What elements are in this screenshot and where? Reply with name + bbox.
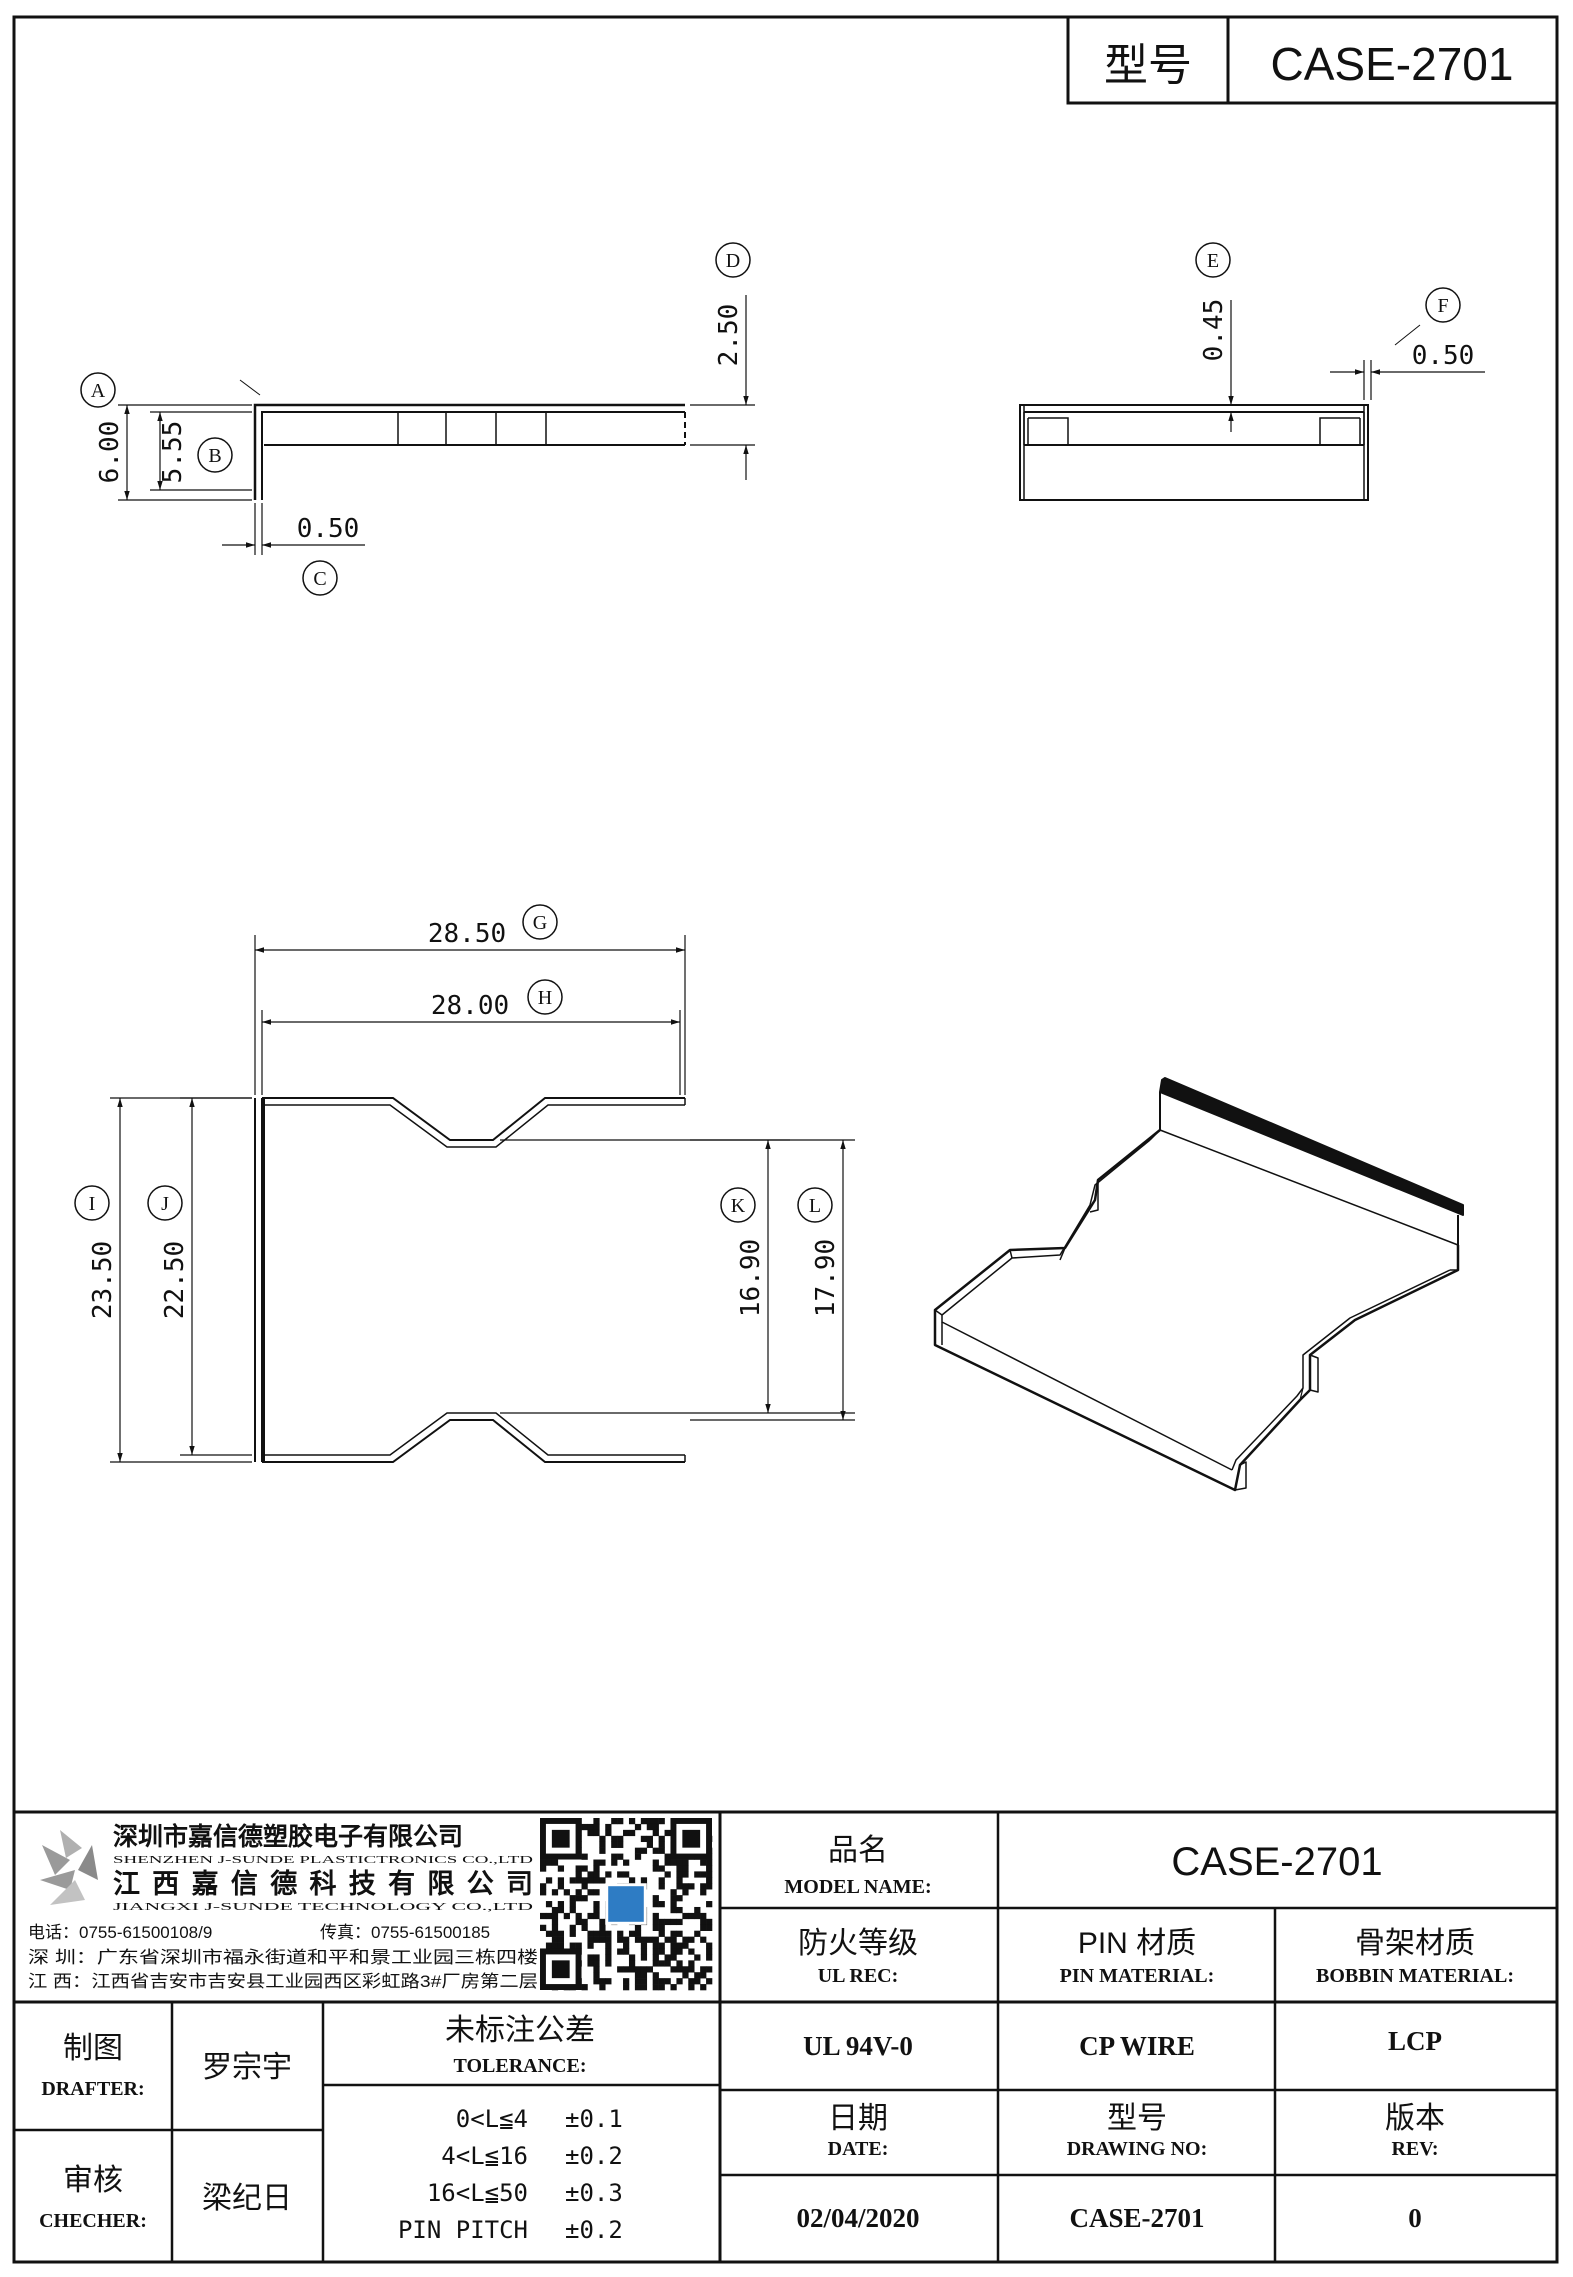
ul-value: UL 94V-0 [803, 2031, 913, 2061]
company-logo [40, 1830, 98, 1905]
dim-e: E 0.45 [1195, 242, 1231, 362]
bobbin-value: LCP [1388, 2026, 1442, 2056]
ul-label-en: UL REC: [818, 1965, 899, 1987]
tolerance-label-en: TOLERANCE: [454, 2055, 587, 2077]
company-name-cn-1: 深圳市嘉信德塑胶电子有限公司 [113, 1822, 463, 1851]
dim-a: A 6.00 [80, 372, 125, 484]
dim-k: K 16.90 [720, 1187, 766, 1317]
pin-value: CP WIRE [1079, 2031, 1195, 2061]
svg-text:K: K [731, 1195, 746, 1217]
svg-text:16.90: 16.90 [736, 1239, 766, 1317]
svg-text:0.50: 0.50 [297, 514, 360, 544]
pin-label-cn: PIN 材质 [1078, 1927, 1196, 1960]
svg-text:28.50: 28.50 [428, 919, 506, 949]
svg-text:2.50: 2.50 [714, 304, 744, 367]
svg-text:C: C [313, 568, 326, 590]
svg-text:B: B [208, 445, 221, 467]
company-fax: 传真：0755-61500185 [320, 1923, 490, 1942]
drawing-no-label-cn: 型号 [1107, 2102, 1167, 2135]
svg-text:5.55: 5.55 [158, 421, 188, 484]
drafter-label-cn: 制图 [63, 2032, 123, 2065]
title-block [14, 1810, 1557, 2262]
dim-g: 28.50 G [428, 904, 558, 949]
rev-label-en: REV: [1391, 2138, 1438, 2160]
dim-b: B 5.55 [158, 421, 233, 484]
svg-text:J: J [161, 1193, 169, 1215]
svg-text:E: E [1207, 250, 1219, 272]
svg-text:D: D [726, 250, 740, 272]
model-name-value: CASE-2701 [1171, 1840, 1382, 1884]
tolerance-range-2: 4<L≦16 [441, 2142, 528, 2170]
svg-text:A: A [91, 380, 106, 402]
date-value: 02/04/2020 [796, 2203, 919, 2233]
company-name-en-1: SHENZHEN J-SUNDE PLASTICTRONICS CO.,LTD [113, 1854, 533, 1866]
svg-text:17.90: 17.90 [811, 1239, 841, 1317]
tolerance-range-3: 16<L≦50 [427, 2179, 528, 2207]
ul-label-cn: 防火等级 [798, 1927, 918, 1960]
header-model-box: 型号 CASE-2701 [1066, 15, 1559, 105]
header-model-value: CASE-2701 [1271, 38, 1514, 90]
drawing-no-label-en: DRAWING NO: [1067, 2138, 1208, 2160]
tolerance-value-1: ±0.1 [565, 2105, 623, 2133]
drafter-name: 罗宗宇 [202, 2051, 292, 2084]
dim-c: 0.50 C [297, 514, 360, 596]
model-name-label-en: MODEL NAME: [784, 1876, 931, 1898]
company-phone: 电话：0755-61500108/9 [28, 1923, 212, 1942]
header-model-label: 型号 [1104, 41, 1192, 90]
pin-label-en: PIN MATERIAL: [1060, 1965, 1215, 1987]
date-label-cn: 日期 [828, 2102, 888, 2135]
bobbin-label-en: BOBBIN MATERIAL: [1316, 1965, 1514, 1987]
dim-j: J 22.50 [147, 1185, 190, 1319]
svg-text:23.50: 23.50 [88, 1241, 118, 1319]
date-label-en: DATE: [828, 2138, 889, 2160]
svg-text:28.00: 28.00 [431, 991, 509, 1021]
svg-text:G: G [533, 912, 547, 934]
tolerance-range-4: PIN PITCH [398, 2216, 528, 2244]
top-view [110, 935, 855, 1463]
tolerance-value-2: ±0.2 [565, 2142, 623, 2170]
tolerance-range-1: 0<L≦4 [456, 2105, 528, 2133]
svg-text:0.50: 0.50 [1412, 341, 1475, 371]
drafter-label-en: DRAFTER: [41, 2078, 144, 2100]
svg-text:22.50: 22.50 [160, 1241, 190, 1319]
dim-i: I 23.50 [74, 1185, 118, 1319]
company-name-cn-2: 江西嘉信德科技有限公司 [113, 1869, 533, 1899]
model-name-label-cn: 品名 [828, 1834, 888, 1867]
tolerance-value-4: ±0.2 [565, 2216, 623, 2244]
svg-text:L: L [809, 1195, 821, 1217]
bobbin-label-cn: 骨架材质 [1355, 1927, 1475, 1960]
rev-label-cn: 版本 [1385, 2102, 1445, 2135]
company-address-sz: 深 圳：广东省深圳市福永街道和平和景工业园三栋四楼 [28, 1948, 538, 1967]
svg-text:6.00: 6.00 [95, 421, 125, 484]
dim-f: F 0.50 [1412, 287, 1475, 371]
dim-h: 28.00 H [431, 979, 563, 1021]
company-name-en-2: JIANGXI J-SUNDE TECHNOLOGY CO.,LTD [113, 1901, 533, 1913]
tolerance-table: 0<L≦4 ±0.1 4<L≦16 ±0.2 16<L≦50 ±0.3 PIN … [398, 2105, 623, 2244]
isometric-view [933, 1077, 1464, 1492]
side-view [118, 295, 755, 555]
svg-text:I: I [89, 1193, 96, 1215]
checker-name: 梁纪日 [202, 2182, 292, 2215]
svg-text:0.45: 0.45 [1199, 299, 1229, 362]
drawing-no-value: CASE-2701 [1069, 2203, 1204, 2233]
qr-code [540, 1818, 713, 1991]
end-view [1019, 300, 1485, 501]
svg-text:H: H [538, 987, 552, 1009]
rev-value: 0 [1408, 2203, 1422, 2233]
dim-d: D 2.50 [714, 242, 751, 367]
checker-label-en: CHECHER: [39, 2210, 147, 2232]
dim-l: L 17.90 [797, 1187, 841, 1317]
tolerance-label-cn: 未标注公差 [445, 2014, 595, 2047]
svg-text:F: F [1437, 295, 1448, 317]
tolerance-value-3: ±0.3 [565, 2179, 623, 2207]
checker-label-cn: 审核 [63, 2164, 123, 2197]
sheet-border [12, 15, 1559, 2264]
company-address-jx: 江 西：江西省吉安市吉安县工业园西区彩虹路3#厂房第二层 [28, 1972, 538, 1991]
